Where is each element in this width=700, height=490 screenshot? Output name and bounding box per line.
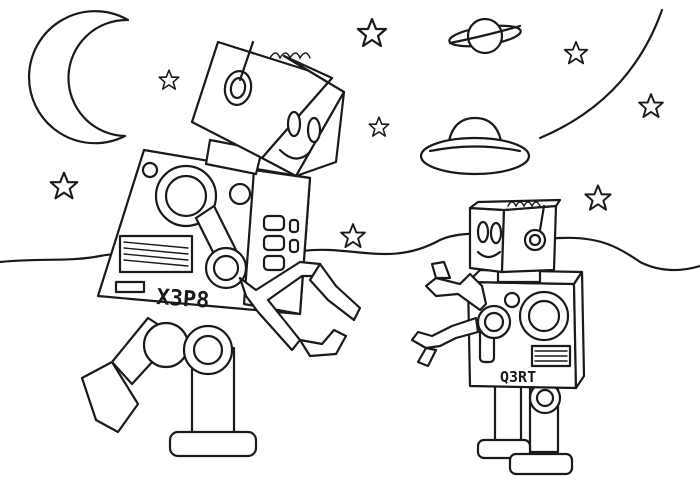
star-icon xyxy=(158,69,180,90)
star-icon xyxy=(638,93,664,118)
chest-grille xyxy=(530,344,572,368)
star-icon xyxy=(563,40,589,65)
chest-grille xyxy=(118,234,194,274)
robot-label: X3P8 xyxy=(156,285,211,314)
robot-label: Q3RT xyxy=(500,368,536,386)
star-icon xyxy=(584,184,612,211)
robot-q3rt: Q3RT xyxy=(410,198,586,476)
crescent-moon-icon xyxy=(27,10,130,145)
star-icon xyxy=(356,17,388,48)
star-icon xyxy=(49,171,79,200)
stars xyxy=(49,17,664,248)
horizon-line xyxy=(0,232,700,272)
ufo-icon xyxy=(419,116,531,176)
ringed-planet-icon xyxy=(448,17,522,55)
star-icon xyxy=(340,223,366,248)
star-icon xyxy=(368,116,390,137)
orbit-line xyxy=(538,8,664,140)
robot-x3p8: X3P8 xyxy=(80,40,362,458)
